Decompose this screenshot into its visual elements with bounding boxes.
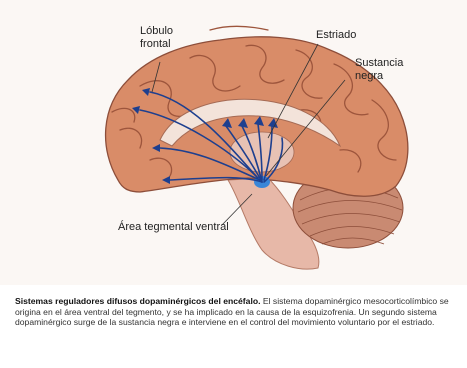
label-area-tegmental: Área tegmental ventral [118,221,229,234]
label-sustancia-negra-line2: negra [355,70,403,83]
brain-diagram [0,0,467,285]
label-lobulo-frontal-line2: frontal [140,38,173,51]
label-sustancia-negra: Sustancia negra [355,57,403,83]
label-estriado: Estriado [316,29,356,42]
caption-title: Sistemas reguladores difusos dopaminérgi… [15,296,260,306]
label-lobulo-frontal-line1: Lóbulo [140,25,173,38]
label-lobulo-frontal: Lóbulo frontal [140,25,173,51]
brain-figure: Lóbulo frontal Estriado Sustancia negra … [0,0,467,285]
label-sustancia-negra-line1: Sustancia [355,57,403,70]
figure-caption: Sistemas reguladores difusos dopaminérgi… [15,296,457,328]
